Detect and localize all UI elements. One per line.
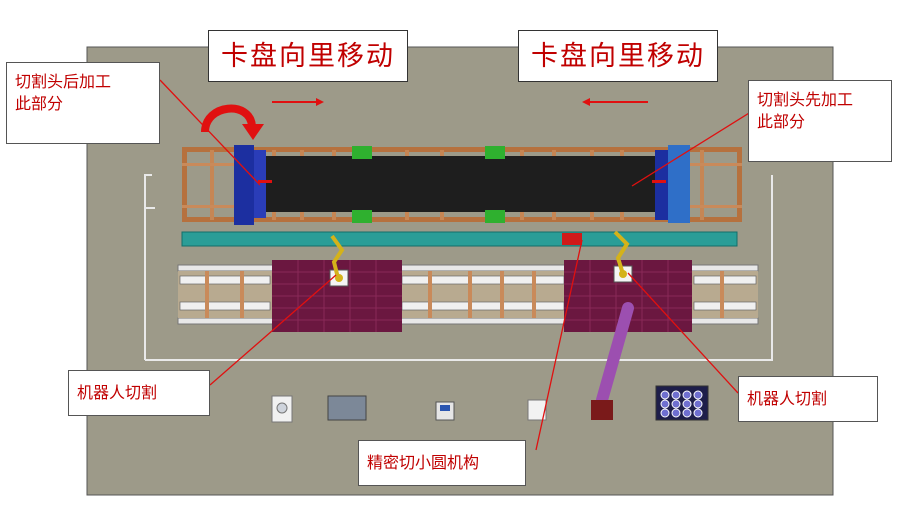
callout-top-right: 切割头先加工 此部分 (748, 80, 892, 162)
direction-arrow-right (272, 98, 324, 106)
callout-robot-left: 机器人切割 (68, 370, 210, 416)
precision-cutter (591, 302, 634, 420)
rotation-arrow (201, 104, 256, 133)
pipe (258, 156, 666, 212)
left-chuck (234, 145, 272, 225)
title-right: 卡盘向里移动 (518, 30, 718, 82)
pipe-support (352, 146, 372, 159)
robot-left (329, 234, 349, 287)
pipe-support (485, 210, 505, 223)
pipe-support (485, 146, 505, 159)
pipe-support (352, 210, 372, 223)
equipment-row (271, 385, 709, 423)
title-left: 卡盘向里移动 (208, 30, 408, 82)
robot-right (613, 230, 633, 283)
boundary-fence (144, 174, 773, 361)
callout-precision: 精密切小圆机构 (358, 440, 526, 486)
direction-arrow-left (582, 98, 648, 106)
rail-carriage (562, 233, 582, 245)
control-panel (327, 395, 367, 421)
callout-robot-right: 机器人切割 (738, 376, 878, 422)
right-chuck (652, 145, 690, 223)
rail (181, 231, 738, 247)
filter-box (527, 399, 547, 421)
rotation-arrowhead (242, 124, 264, 140)
callout-top-left: 切割头后加工 此部分 (6, 62, 160, 144)
leader-lines (159, 79, 771, 451)
